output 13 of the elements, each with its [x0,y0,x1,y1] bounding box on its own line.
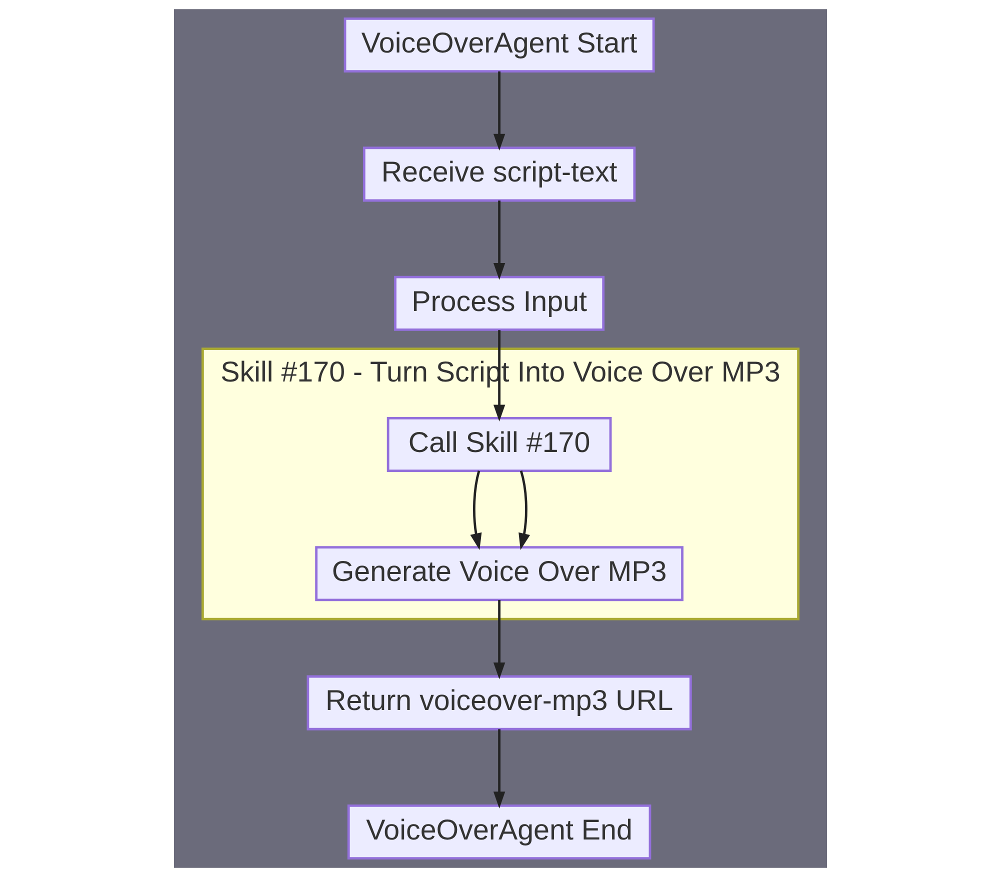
arrow [492,600,505,679]
node-box: Return voiceover-mp3 URL [306,674,692,730]
arrow [470,470,482,550]
arrow [518,470,530,550]
node-box: Generate Voice Over MP3 [314,546,683,601]
arrow [492,70,505,150]
node-box: Process Input [394,275,604,330]
node-box: Call Skill #170 [386,416,612,472]
arrow [492,200,505,280]
node-box: Receive script-text [362,146,636,202]
node-box: VoiceOverAgent Start [343,17,654,72]
node-box: VoiceOverAgent End [346,804,651,859]
arrow [492,728,505,808]
